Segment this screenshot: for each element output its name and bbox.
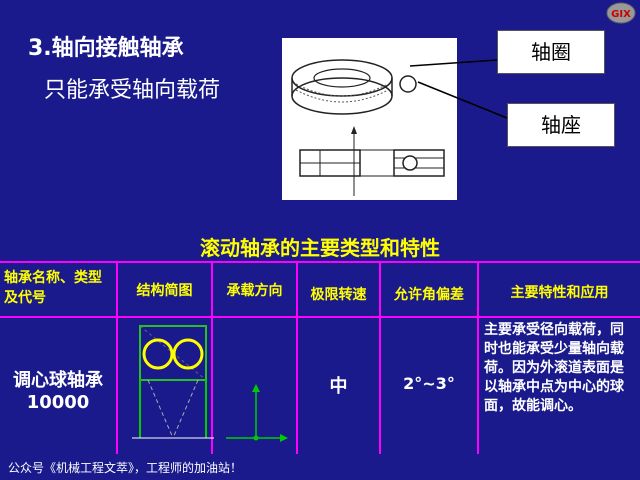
leader-ring — [409, 59, 498, 67]
row-limit-speed: 中 — [329, 376, 348, 397]
header-angle: 允许角偏差 — [394, 287, 464, 303]
ball-right — [172, 338, 204, 370]
callout-housing-washer: 轴座 — [507, 103, 615, 147]
thrust-bearing-drawing — [291, 59, 445, 196]
header-name: 轴承名称、类型及代号 — [4, 270, 102, 306]
row-name: 调心球轴承 — [13, 370, 103, 391]
callout-leaders — [409, 59, 508, 119]
header-load-direction: 承载方向 — [226, 283, 283, 299]
table-top-rule — [0, 261, 640, 263]
slide-subheading: 只能承受轴向载荷 — [44, 78, 221, 103]
leader-seat — [417, 81, 508, 119]
table-col-divider — [211, 262, 213, 454]
table-header-rule — [0, 316, 640, 318]
section-title: 滚动轴承的主要类型和特性 — [200, 236, 440, 260]
table-col-divider — [379, 262, 381, 454]
header-sketch: 结构简图 — [136, 283, 193, 299]
header-features: 主要特性和应用 — [510, 285, 609, 301]
row-code: 10000 — [26, 392, 90, 413]
ball-left — [142, 338, 174, 370]
logo-badge: GIX — [606, 2, 636, 24]
callout-shaft-washer: 轴圈 — [497, 30, 605, 74]
slide-heading: 3.轴向接触轴承 — [28, 36, 184, 61]
outer-ring-outline — [139, 325, 207, 381]
table-col-divider — [477, 262, 479, 454]
header-limit-speed: 极限转速 — [310, 287, 367, 303]
svg-text:GIX: GIX — [611, 9, 631, 20]
footer-text: 公众号《机械工程文萃》，工程师的加油站！ — [8, 461, 243, 475]
row-features: 主要承受径向载荷，同时也能承受少量轴向载荷。因为外滚道表面是以轴承中点为中心的球… — [484, 322, 624, 414]
table-col-divider — [296, 262, 298, 454]
logo-icon: GIX — [606, 2, 636, 24]
table-col-divider — [116, 262, 118, 454]
row-angle: 2°~3° — [403, 374, 455, 393]
self-aligning-bearing-sketch — [132, 325, 288, 442]
